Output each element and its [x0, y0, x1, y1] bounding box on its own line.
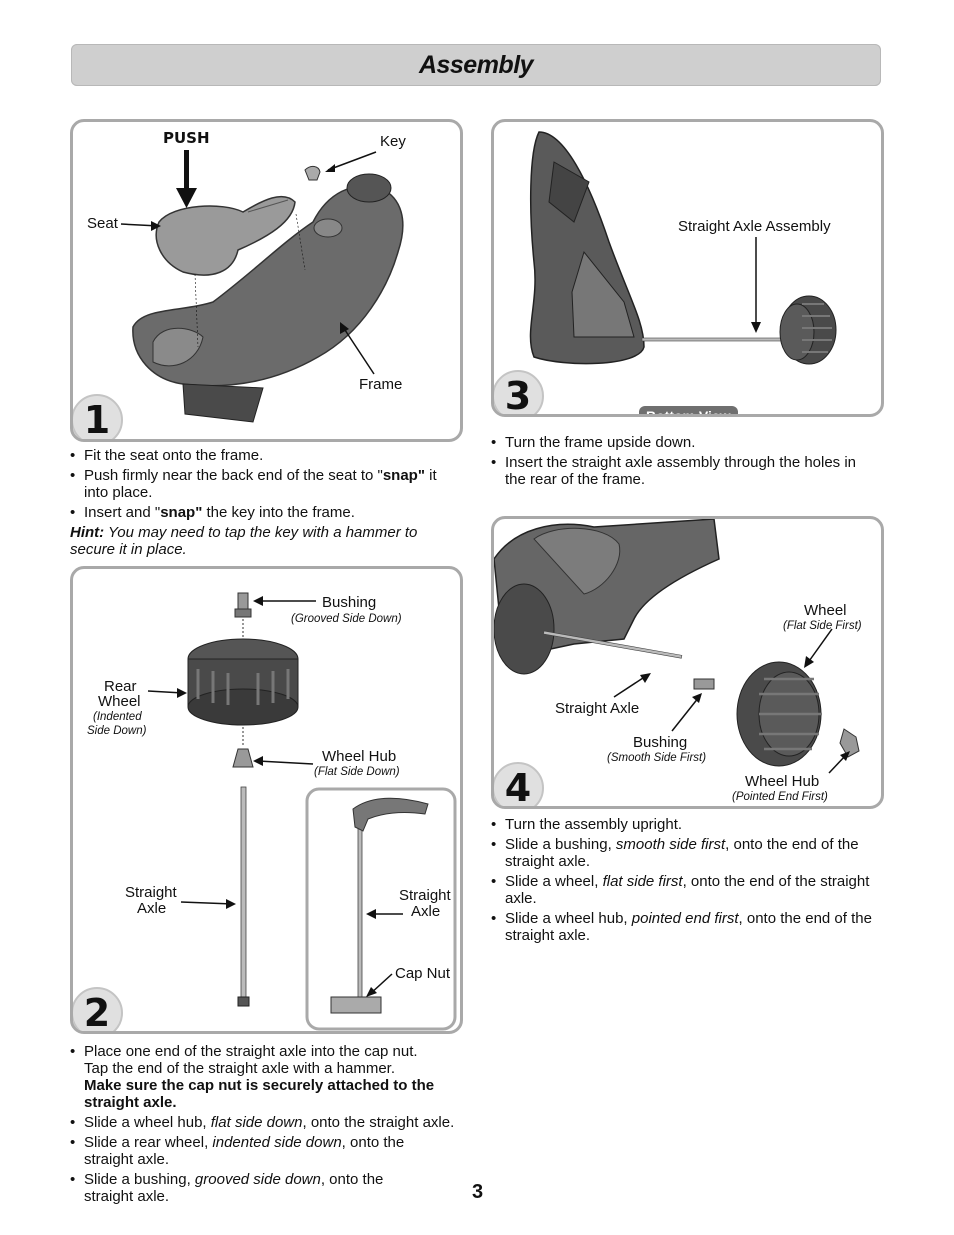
list-item: Slide a wheel hub, flat side down, onto … — [70, 1114, 480, 1131]
rear-wheel-sub-1: (Indented — [93, 711, 142, 723]
list-item: Fit the seat onto the frame. — [70, 447, 460, 464]
wheel-hub-sub-label: (Flat Side Down) — [314, 766, 400, 778]
list-item: Slide a bushing, smooth side first, onto… — [491, 836, 881, 870]
bushing-sub-label: (Smooth Side First) — [607, 752, 707, 764]
step2-panel: Bushing (Grooved Side Down) Rear Wheel (… — [70, 566, 463, 1034]
bushing-label: Bushing — [322, 594, 377, 611]
list-item: Insert the straight axle assembly throug… — [491, 454, 881, 488]
rear-wheel-label-1: Rear — [104, 678, 137, 695]
step3-panel: Straight Axle Assembly Bottom View 3 — [491, 119, 884, 417]
step-number-badge: 4 — [494, 762, 544, 806]
inset-axle-label-2: Axle — [411, 903, 441, 920]
step1-illustration — [120, 150, 404, 423]
frame-label: Frame — [359, 376, 403, 393]
step3-illustration — [529, 131, 837, 365]
list-item: Turn the frame upside down. — [491, 434, 881, 451]
step1-panel: PUSH Key Seat Frame 1 — [70, 119, 463, 442]
section-header: Assembly — [71, 44, 881, 86]
step4-instructions: Turn the assembly upright. Slide a bushi… — [491, 816, 881, 947]
list-item: Slide a wheel, flat side first, onto the… — [491, 873, 881, 907]
hint-text: Hint: You may need to tap the key with a… — [70, 524, 418, 558]
section-title: Assembly — [418, 51, 534, 79]
bushing-label: Bushing — [633, 734, 688, 751]
page-number: 3 — [472, 1181, 484, 1203]
key-label: Key — [380, 133, 406, 150]
wheel-hub-sub-label: (Pointed End First) — [732, 791, 828, 803]
list-item: Place one end of the straight axle into … — [70, 1043, 480, 1111]
wheel-hub-label: Wheel Hub — [745, 773, 820, 790]
cap-nut-label: Cap Nut — [395, 965, 451, 982]
wheel-sub-label: (Flat Side First) — [783, 620, 862, 632]
wheel-label: Wheel — [804, 602, 847, 619]
step-number-badge: 2 — [73, 987, 123, 1031]
step4-panel: Wheel (Flat Side First) Straight Axle Bu… — [491, 516, 884, 809]
straight-axle-assembly-label: Straight Axle Assembly — [678, 218, 831, 235]
rear-wheel-label-2: Wheel — [98, 693, 141, 710]
list-item: Slide a bushing, grooved side down, onto… — [70, 1171, 414, 1205]
step1-instructions: Fit the seat onto the frame. Push firmly… — [70, 447, 460, 558]
step2-instructions: Place one end of the straight axle into … — [70, 1043, 480, 1208]
list-item: Slide a wheel hub, pointed end first, on… — [491, 910, 881, 944]
bottom-view-badge: Bottom View — [639, 406, 738, 414]
wheel-hub-label: Wheel Hub — [322, 748, 397, 765]
rear-wheel-sub-2: Side Down) — [87, 725, 147, 737]
step3-instructions: Turn the frame upside down. Insert the s… — [491, 434, 881, 491]
step4-illustration — [494, 519, 860, 774]
inset-axle-label-1: Straight — [399, 887, 451, 904]
list-item: Turn the assembly upright. — [491, 816, 881, 833]
list-item: Push firmly near the back end of the sea… — [70, 467, 460, 501]
step-number-badge: 3 — [494, 370, 544, 414]
straight-axle-label-1: Straight — [125, 884, 177, 901]
bushing-sub-label: (Grooved Side Down) — [291, 613, 402, 625]
list-item: Slide a rear wheel, indented side down, … — [70, 1134, 424, 1168]
step2-illustration — [147, 592, 457, 1031]
seat-label: Seat — [87, 215, 118, 232]
push-label: PUSH — [163, 129, 210, 147]
straight-axle-label: Straight Axle — [555, 700, 640, 717]
straight-axle-label-2: Axle — [137, 900, 167, 917]
list-item: Insert and "snap" the key into the frame… — [70, 504, 460, 521]
step-number-badge: 1 — [73, 394, 123, 439]
